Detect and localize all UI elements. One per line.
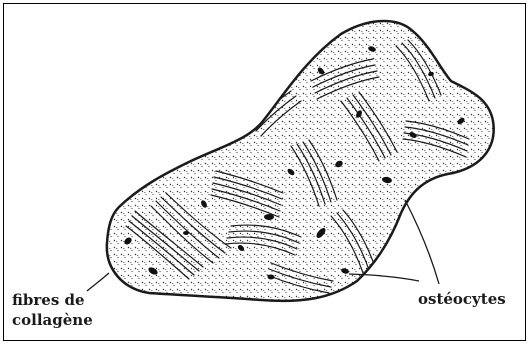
label-fibres-line2: collagène — [12, 310, 93, 330]
osteocyte — [264, 214, 274, 220]
label-fibres-line1: fibres de — [12, 290, 93, 310]
leader-line-fibres — [87, 273, 109, 291]
label-collagen-fibres: fibres de collagène — [12, 290, 93, 330]
label-osteocytes: ostéocytes — [418, 289, 506, 309]
osteocyte — [183, 231, 189, 235]
figure-frame: fibres de collagène ostéocytes — [3, 3, 526, 341]
osteocyte — [268, 275, 275, 280]
leader-line-osteocytes-2 — [405, 200, 439, 284]
